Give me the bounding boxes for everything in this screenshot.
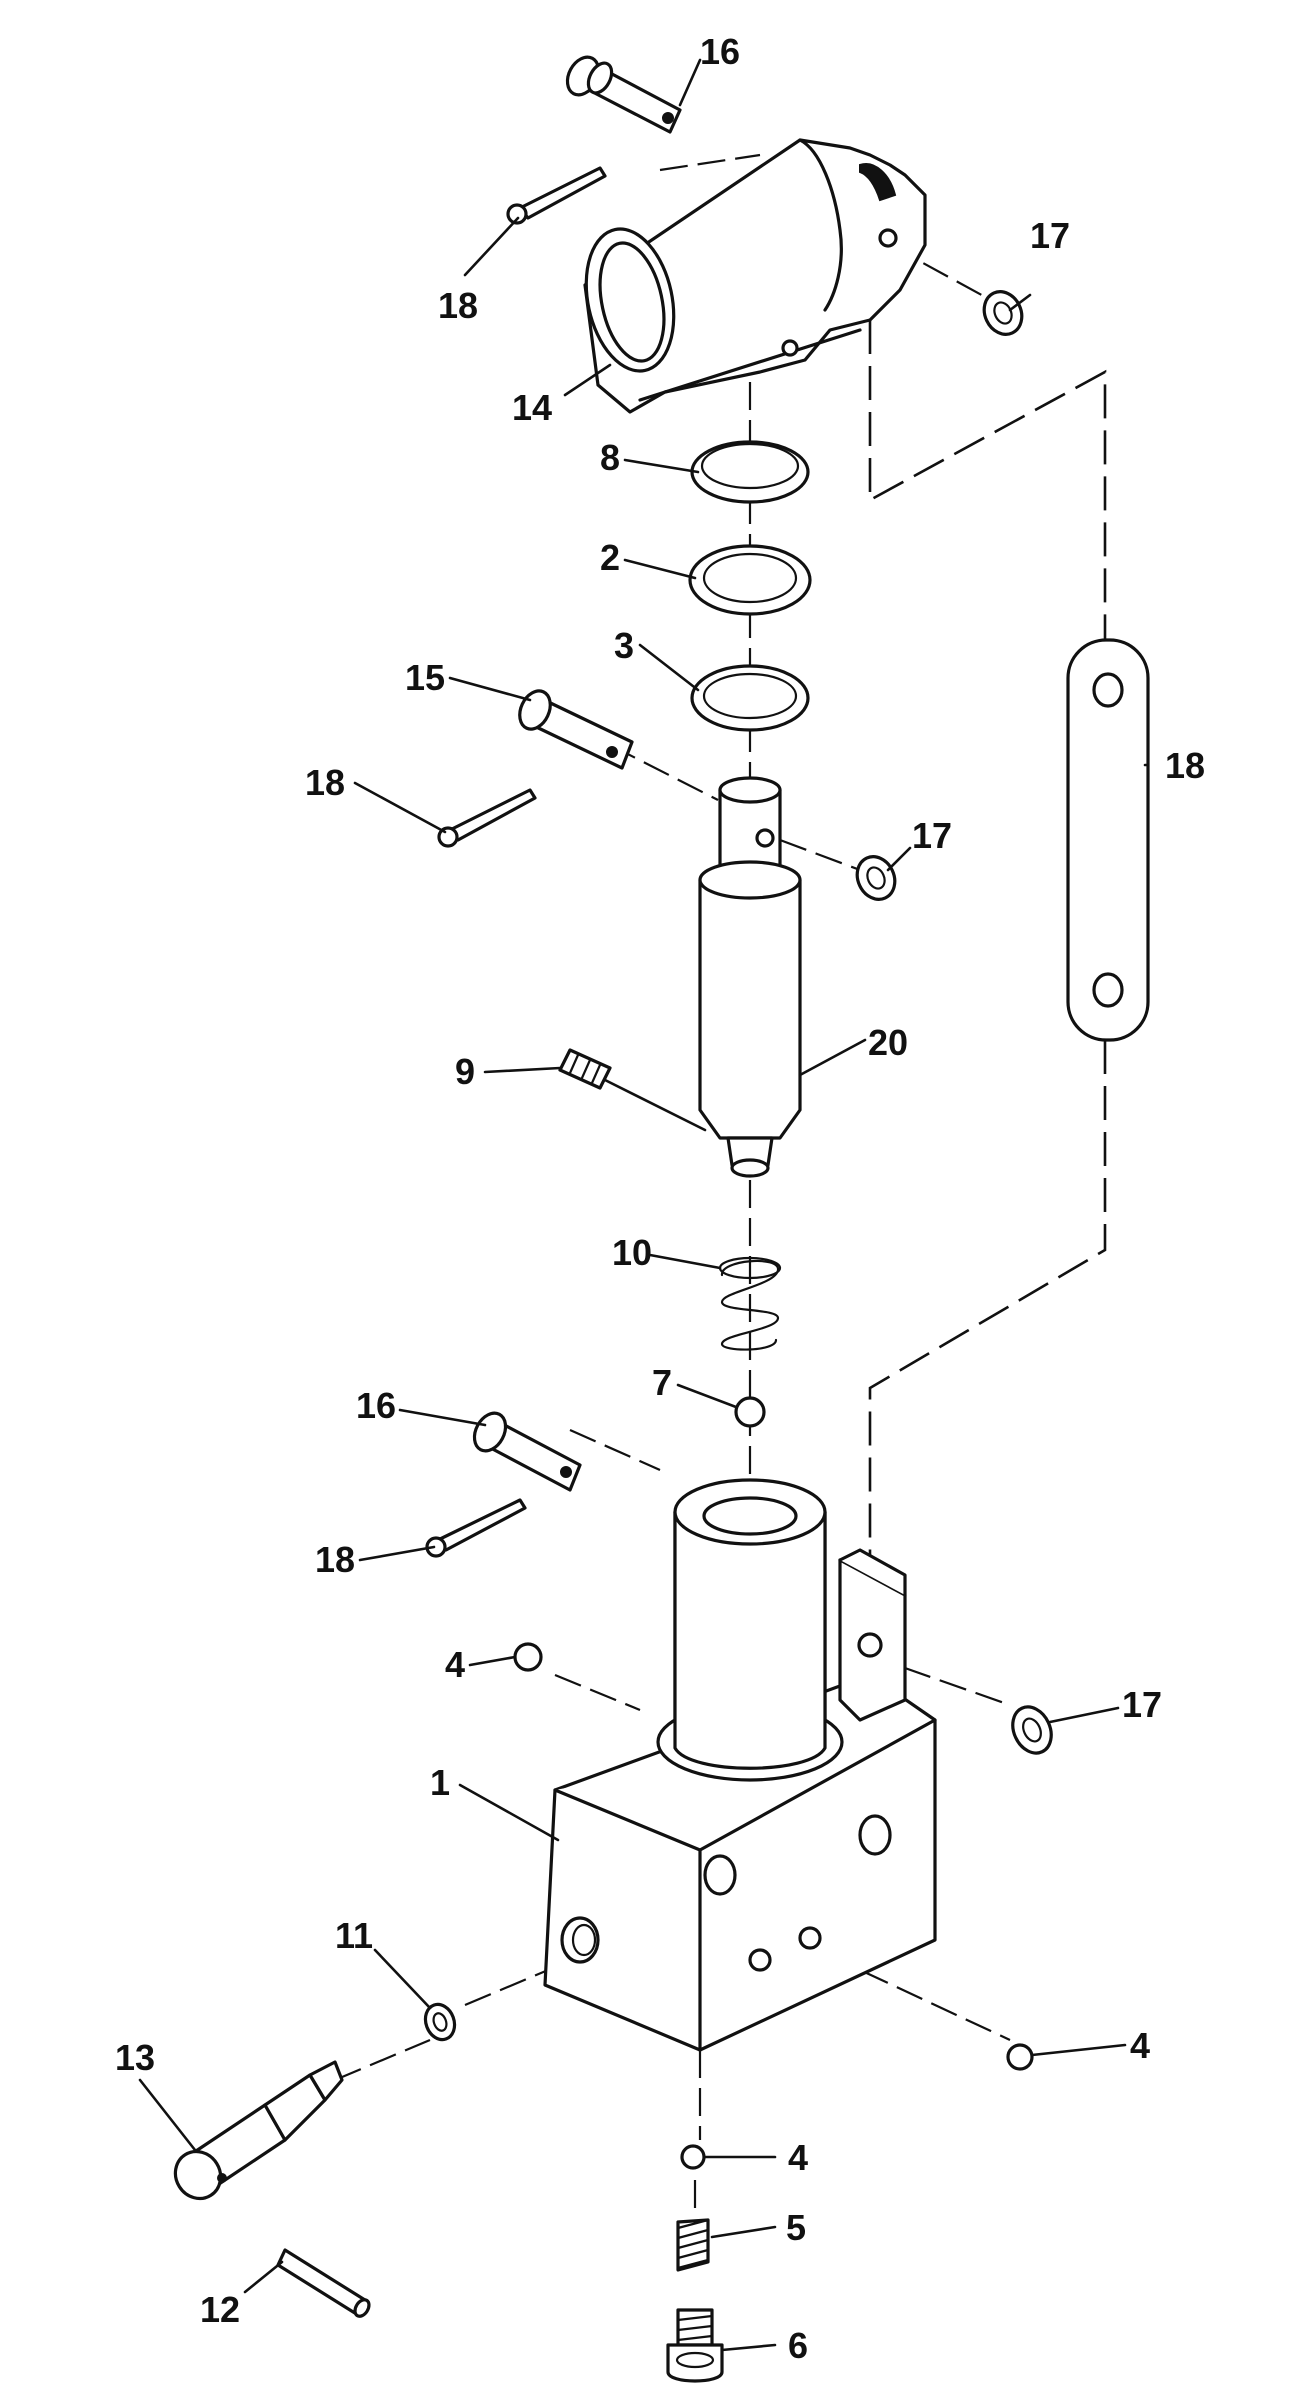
washer-top (982, 290, 1024, 336)
callout-17-mid: 17 (912, 815, 952, 856)
callout-4-right: 4 (1130, 2025, 1150, 2066)
callout-16-lower: 16 (356, 1385, 396, 1426)
callout-4-bottom: 4 (788, 2137, 808, 2178)
callout-13: 13 (115, 2037, 155, 2078)
callout-18-lower: 18 (315, 1539, 355, 1580)
leader-lines (138, 58, 1150, 2352)
seal-ring-8 (690, 440, 810, 504)
callout-18-link: 18 (1165, 745, 1205, 786)
clevis-pin-mid (518, 689, 634, 770)
callout-15: 15 (405, 657, 445, 698)
callout-4-upper: 4 (445, 1644, 465, 1685)
callout-numbers: 16 18 14 17 8 2 3 15 18 17 18 20 9 10 7 … (115, 31, 1205, 2366)
assembly-dash-lines (334, 153, 1107, 2215)
callout-2: 2 (600, 537, 620, 578)
valve-needle-part (173, 2060, 344, 2201)
callout-8: 8 (600, 437, 620, 478)
callout-3: 3 (614, 625, 634, 666)
clevis-pin-lower (472, 1411, 582, 1492)
cotter-pin-top (506, 166, 607, 225)
seal-ring-2 (688, 544, 812, 616)
roll-pin-part (276, 2248, 371, 2318)
callout-18-top: 18 (438, 285, 478, 326)
ball-4-bottom (680, 2144, 706, 2170)
callout-12: 12 (200, 2289, 240, 2330)
callout-20: 20 (868, 1022, 908, 1063)
callout-17-lower: 17 (1122, 1684, 1162, 1725)
washer-lower (1011, 1705, 1053, 1755)
set-screw-part (558, 1048, 707, 1132)
callout-10: 10 (612, 1232, 652, 1273)
handle-socket-part (583, 138, 927, 414)
callout-17-top: 17 (1030, 215, 1070, 256)
callout-1: 1 (430, 1762, 450, 1803)
seal-ring-3 (690, 664, 810, 732)
ball-4-right (1006, 2043, 1034, 2071)
washer-mid (855, 855, 897, 901)
callout-11: 11 (335, 1915, 373, 1956)
plunger-part (698, 776, 802, 1178)
cotter-pin-lower (425, 1498, 527, 1558)
cotter-pin-mid (437, 788, 537, 848)
small-spring-part (676, 2218, 710, 2272)
callout-14: 14 (512, 387, 552, 428)
pump-body-part (543, 1478, 937, 2052)
callout-5: 5 (786, 2207, 806, 2248)
washer-11 (423, 2002, 457, 2042)
callout-18-mid: 18 (305, 762, 345, 803)
plug-screw-part (666, 2308, 724, 2383)
link-bar-part (1066, 638, 1150, 1042)
callout-16-top: 16 (700, 31, 740, 72)
ball-4-upper (513, 1642, 543, 1672)
callout-9: 9 (455, 1051, 475, 1092)
clevis-pin-top (565, 55, 682, 134)
callout-7: 7 (652, 1362, 672, 1403)
callout-6: 6 (788, 2325, 808, 2366)
check-ball-7 (734, 1396, 766, 1428)
